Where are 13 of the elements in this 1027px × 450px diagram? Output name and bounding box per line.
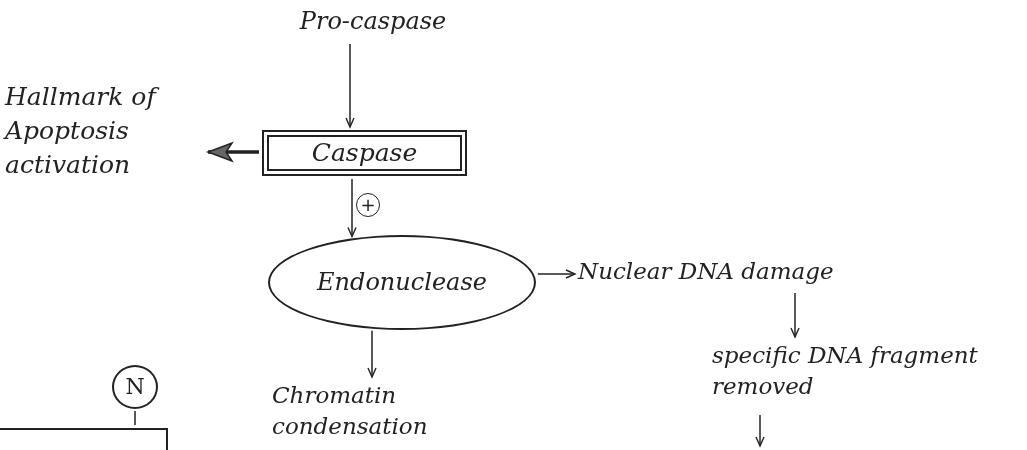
node-text: Nuclear DNA damage <box>578 257 835 286</box>
edge-label: + <box>356 193 380 217</box>
node-text: Chromatin condensation <box>272 381 429 442</box>
node-text: Endonuclease <box>317 267 487 299</box>
ellipse-node <box>268 235 536 330</box>
node-text: Pro-caspase <box>298 6 448 37</box>
circle-node <box>112 365 158 409</box>
node-text: Hallmark of Apoptosis activation <box>5 80 205 182</box>
box-shape <box>0 428 168 450</box>
node-text: specific DNA fragment removed <box>712 341 979 402</box>
node-text: N <box>125 373 145 402</box>
node-text: Caspase <box>310 137 419 169</box>
double-box <box>262 130 467 176</box>
